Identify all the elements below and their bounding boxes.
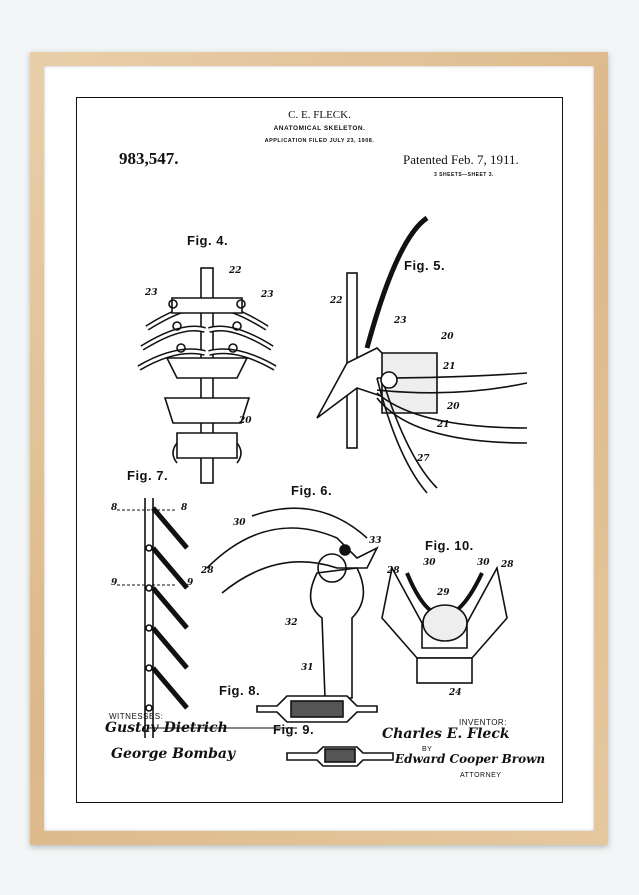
ref-32: 32 — [285, 618, 298, 628]
ref-24: 24 — [449, 688, 462, 698]
header-title: ANATOMICAL SKELETON. — [273, 125, 366, 132]
patent-number: 983,547. — [119, 149, 179, 168]
ref-28: 28 — [501, 560, 514, 570]
sheet-count: 3 SHEETS—SHEET 3. — [434, 172, 494, 178]
ref-9: 9 — [111, 578, 118, 588]
by-label: BY — [422, 746, 433, 753]
ref-21: 21 — [443, 362, 456, 372]
witness-1-signature: Gustav Dietrich — [105, 720, 228, 736]
attorney-label: ATTORNEY — [460, 772, 502, 779]
fig-4-label: Fig. 4. — [187, 233, 229, 248]
fig-6-label: Fig. 6. — [291, 483, 333, 498]
ref-30: 30 — [423, 558, 436, 568]
header-inventor: C. E. FLECK. — [288, 109, 351, 121]
patent-drawings — [117, 215, 528, 767]
inventor-signature: Charles E. Fleck — [382, 726, 510, 742]
fig-10-label: Fig. 10. — [425, 538, 474, 553]
ref-20: 20 — [239, 416, 252, 426]
ref-28: 28 — [201, 566, 214, 576]
header-application: APPLICATION FILED JULY 23, 1908. — [264, 138, 375, 144]
fig-5-label: Fig. 5. — [404, 258, 446, 273]
ref-30: 30 — [477, 558, 490, 568]
fig-5-shoulder-drawing — [316, 215, 528, 494]
witness-2-signature: George Bombay — [111, 746, 236, 762]
fig-9-label: Fig. 9. — [273, 722, 315, 737]
attorney-signature: Edward Cooper Brown — [395, 752, 546, 766]
ref-20: 20 — [441, 332, 454, 342]
ref-31: 31 — [301, 663, 314, 673]
ref-33: 33 — [369, 536, 382, 546]
ref-8: 8 — [181, 503, 188, 513]
paper-mat: C. E. FLECK. ANATOMICAL SKELETON. APPLIC… — [44, 66, 594, 831]
ref-30: 30 — [233, 518, 246, 528]
ref-27: 27 — [417, 454, 430, 464]
ref-29: 29 — [437, 588, 450, 598]
fig-6-humerus-drawing — [206, 507, 379, 699]
ref-20: 20 — [447, 402, 460, 412]
patent-print: C. E. FLECK. ANATOMICAL SKELETON. APPLIC… — [76, 97, 563, 803]
ref-21: 21 — [437, 420, 450, 430]
ref-23: 23 — [394, 316, 407, 326]
patent-date: Patented Feb. 7, 1911. — [403, 152, 519, 167]
ref-23: 23 — [261, 290, 274, 300]
witnesses-label: WITNESSES: — [109, 712, 164, 721]
fig-7-rib-chain-drawing — [117, 498, 189, 738]
ref-22: 22 — [330, 296, 343, 306]
inventor-label: INVENTOR: — [459, 718, 507, 727]
ref-23: 23 — [145, 288, 158, 298]
fig-7-label: Fig. 7. — [127, 468, 169, 483]
fig-10-joint-drawing — [381, 565, 508, 684]
oak-frame: C. E. FLECK. ANATOMICAL SKELETON. APPLIC… — [30, 52, 608, 845]
ref-8: 8 — [111, 503, 118, 513]
ref-9: 9 — [187, 578, 194, 588]
fig-9-connector-drawing — [286, 746, 394, 767]
ref-22: 22 — [229, 266, 242, 276]
fig-8-label: Fig. 8. — [219, 683, 261, 698]
fig-8-connector-drawing — [256, 695, 378, 723]
ref-28: 28 — [387, 566, 400, 576]
fig-4-spine-drawing — [137, 267, 277, 484]
